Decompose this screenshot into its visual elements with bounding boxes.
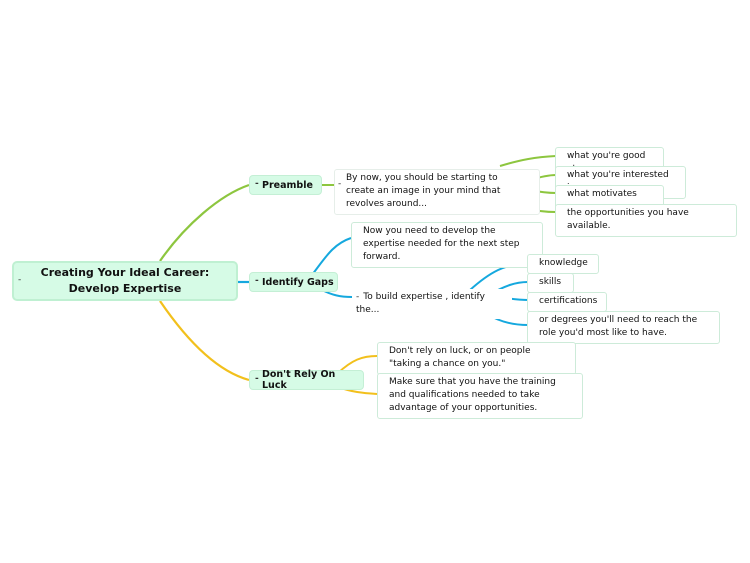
topic-dont-rely-on-luck[interactable]: - Don't Rely On Luck xyxy=(249,369,364,391)
gaps-text: To build expertise , identify the... xyxy=(356,292,485,315)
luck-collapse-marker[interactable]: - xyxy=(255,374,259,384)
root-title: Creating Your Ideal Career: Develop Expe… xyxy=(40,266,210,295)
gaps-item[interactable]: knowledge xyxy=(527,254,599,274)
topic-identify-gaps[interactable]: - Identify Gaps xyxy=(249,272,338,292)
luck-item-label: Don't rely on luck, or on people "taking… xyxy=(389,346,531,369)
preamble-collapse-marker[interactable]: - xyxy=(255,179,259,189)
topic-preamble[interactable]: - Preamble xyxy=(249,175,322,195)
luck-item[interactable]: Make sure that you have the training and… xyxy=(377,373,583,419)
preamble-text-node[interactable]: - By now, you should be starting to crea… xyxy=(334,169,540,215)
preamble-label: Preamble xyxy=(262,179,313,191)
connector-preamble-item1 xyxy=(499,155,557,167)
connector-gaps-intro xyxy=(311,237,352,276)
preamble-item[interactable]: the opportunities you have available. xyxy=(555,204,737,237)
gaps-label: Identify Gaps xyxy=(262,276,334,288)
preamble-item-label: the opportunities you have available. xyxy=(567,208,689,231)
gaps-text-collapse-marker[interactable]: - xyxy=(356,292,360,302)
gaps-item-label: skills xyxy=(539,277,562,287)
gaps-text-node[interactable]: -To build expertise , identify the... xyxy=(352,289,512,319)
root-topic[interactable]: Creating Your Ideal Career: Develop Expe… xyxy=(12,261,238,301)
gaps-item-label: or degrees you'll need to reach the role… xyxy=(539,315,698,338)
connector-root-preamble xyxy=(159,183,250,262)
gaps-item[interactable]: certifications xyxy=(527,292,607,312)
root-collapse-marker[interactable]: - xyxy=(18,275,22,285)
gaps-item-label: certifications xyxy=(539,296,598,306)
gaps-item[interactable]: skills xyxy=(527,273,574,293)
gaps-collapse-marker[interactable]: - xyxy=(255,276,259,286)
luck-item-label: Make sure that you have the training and… xyxy=(389,377,556,413)
luck-item[interactable]: Don't rely on luck, or on people "taking… xyxy=(377,342,576,375)
gaps-intro-text: Now you need to develop the expertise ne… xyxy=(363,226,520,262)
gaps-item[interactable]: or degrees you'll need to reach the role… xyxy=(527,311,720,344)
gaps-intro-node[interactable]: Now you need to develop the expertise ne… xyxy=(351,222,543,268)
preamble-text: By now, you should be starting to create… xyxy=(346,173,501,209)
luck-label: Don't Rely On Luck xyxy=(262,369,336,391)
gaps-item-label: knowledge xyxy=(539,258,588,268)
connector-root-luck xyxy=(159,300,250,382)
preamble-text-collapse-marker[interactable]: - xyxy=(338,179,342,189)
